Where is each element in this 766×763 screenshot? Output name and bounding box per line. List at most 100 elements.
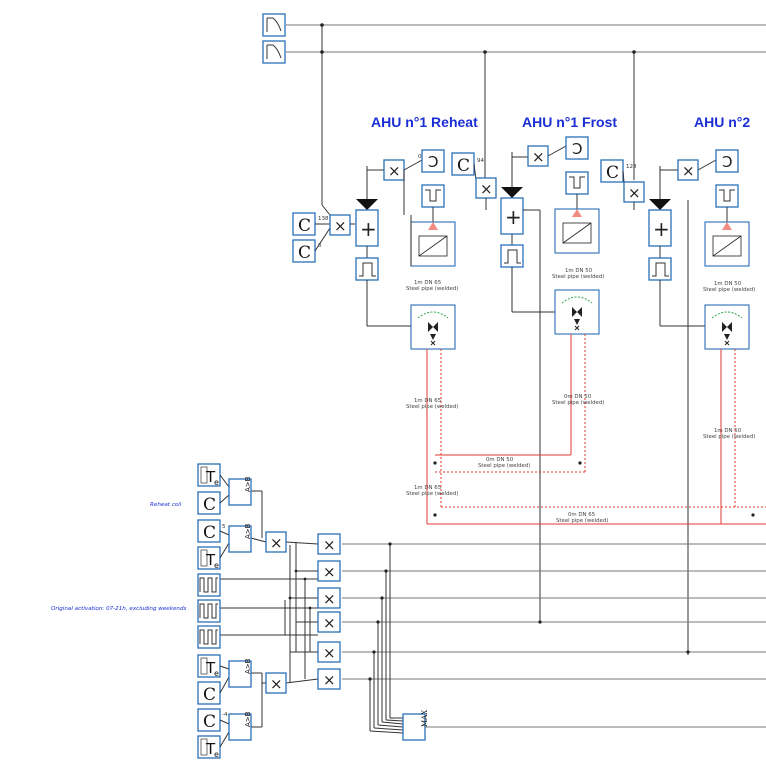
pipe-label-5b: Steel pipe (welded) <box>552 400 604 406</box>
multiply-block-ahu2[interactable]: × <box>623 181 645 203</box>
multiply-block-lower-left-2[interactable]: × <box>265 672 287 694</box>
step-block-reheat[interactable] <box>421 184 445 208</box>
multiply-block-upper-ahu2[interactable]: × <box>677 159 699 181</box>
multiply-block-col-2[interactable]: × <box>317 560 341 582</box>
valve-block-ahu2[interactable] <box>704 304 750 350</box>
actuator-block-ahu2[interactable]: + <box>648 199 672 247</box>
schedule-block-3[interactable] <box>197 625 221 649</box>
constant-block-94[interactable]: C <box>451 152 475 176</box>
multiply-block-col-3[interactable]: × <box>317 587 341 609</box>
svg-text:+: + <box>360 217 377 241</box>
title-ahu1-frost: AHU n°1 Frost <box>522 114 617 130</box>
compare-block-2[interactable]: A>B <box>228 523 252 553</box>
step-block-ahu2[interactable] <box>715 184 739 208</box>
svg-text:C: C <box>457 156 470 176</box>
temperature-sensor-block-3[interactable]: T e <box>197 654 221 678</box>
max-block[interactable]: MAX <box>402 710 429 741</box>
multiply-block-upper-reheat[interactable]: × <box>383 159 405 181</box>
pipe-network: 1m DN 65 Steel pipe (welded) 0m DN 50 St… <box>406 334 766 525</box>
multiply-block-col-4[interactable]: × <box>317 611 341 633</box>
temperature-sensor-block-1[interactable]: T e <box>197 463 221 487</box>
constant-block-128[interactable]: C <box>600 159 624 183</box>
valve-block-frost[interactable] <box>554 289 600 335</box>
multiply-block-col-1[interactable]: × <box>317 533 341 555</box>
pipe-label-1b: Steel pipe (welded) <box>406 286 458 292</box>
svg-text:e: e <box>214 669 219 678</box>
pump-block-frost[interactable] <box>554 208 600 254</box>
svg-text:MAX: MAX <box>421 710 429 727</box>
constant-block-lower-3[interactable]: C <box>197 681 221 705</box>
compare-block-3[interactable]: A>B <box>228 658 252 688</box>
pipe-label-4b: Steel pipe (welded) <box>406 404 458 410</box>
pipe-label-9b: Steel pipe (welded) <box>556 518 608 524</box>
temperature-sensor-block-2[interactable]: T e <box>197 546 221 570</box>
temperature-sensor-block-4[interactable]: T e <box>197 735 221 759</box>
svg-text:T: T <box>205 551 216 569</box>
svg-text:×: × <box>682 162 695 180</box>
oscillator-block-ahu2[interactable]: Ↄ <box>715 149 739 173</box>
curve-block-1[interactable] <box>262 13 286 37</box>
oscillator-block-frost[interactable]: Ↄ <box>565 136 589 160</box>
curve-block-2[interactable] <box>262 40 286 64</box>
actuator-block-frost[interactable]: + <box>500 187 524 235</box>
compare-block-1[interactable]: A>B <box>228 476 252 506</box>
constant-block-lower-1[interactable]: C <box>197 491 221 515</box>
schedule-block-1[interactable] <box>197 573 221 597</box>
top-wiring <box>286 23 766 216</box>
pipe-label-3b: Steel pipe (welded) <box>703 287 755 293</box>
osc-value-reheat: 0 <box>418 154 422 160</box>
multiply-block-upper-frost[interactable]: × <box>527 145 549 167</box>
multiply-block-lower-left-1[interactable]: × <box>265 531 287 553</box>
pulse-block-frost[interactable] <box>500 244 524 268</box>
svg-text:×: × <box>334 217 347 235</box>
svg-text:C: C <box>606 163 619 183</box>
svg-text:e: e <box>214 750 219 759</box>
multiply-block-frost[interactable]: × <box>475 177 497 199</box>
svg-text:A>B: A>B <box>244 523 252 539</box>
svg-text:×: × <box>323 614 336 632</box>
pipe-label-6a: 1m DN 50 <box>714 428 742 434</box>
oscillator-block-reheat[interactable]: Ↄ <box>421 149 445 173</box>
pulse-block-reheat[interactable] <box>355 257 379 281</box>
pipe-label-8b: Steel pipe (welded) <box>406 491 458 497</box>
pump-block-reheat[interactable] <box>410 221 456 267</box>
title-ahu1-reheat: AHU n°1 Reheat <box>371 114 478 130</box>
step-block-frost[interactable] <box>565 171 589 195</box>
svg-text:C: C <box>298 216 311 236</box>
pulse-block-ahu2[interactable] <box>648 257 672 281</box>
pipe-label-4a: 1m DN 65 <box>414 398 441 404</box>
constant-value-94: 94 <box>477 158 484 164</box>
pipe-label-8a: 1m DN 65 <box>414 485 441 491</box>
ahu2-section: C 128 × + × Ↄ <box>600 149 755 655</box>
constant-block-0[interactable]: C <box>292 239 316 263</box>
svg-text:e: e <box>214 478 219 487</box>
pipe-label-3a: 1m DN 50 <box>714 281 742 287</box>
pipe-label-2a: 1m DN 50 <box>565 268 593 274</box>
constant-block-lower-4[interactable]: C <box>197 708 221 732</box>
svg-text:×: × <box>323 536 336 554</box>
multiply-block-col-6[interactable]: × <box>317 668 341 690</box>
svg-text:A>B: A>B <box>244 476 252 492</box>
multiply-block-col-5[interactable]: × <box>317 641 341 663</box>
valve-block-reheat[interactable] <box>410 304 456 350</box>
svg-text:Ↄ: Ↄ <box>722 153 733 171</box>
constant-block-lower-2[interactable]: C <box>197 519 221 543</box>
pipe-label-1a: 1m DN 65 <box>414 280 441 286</box>
lower-logic-wiring <box>220 490 766 734</box>
actuator-block-reheat[interactable]: + <box>355 199 379 247</box>
pump-block-ahu2[interactable] <box>704 221 750 267</box>
svg-text:C: C <box>203 495 216 515</box>
svg-text:C: C <box>203 523 216 543</box>
svg-text:T: T <box>205 740 216 758</box>
svg-text:×: × <box>480 180 493 198</box>
schedule-block-2[interactable] <box>197 599 221 623</box>
pipe-label-6b: Steel pipe (welded) <box>703 434 755 440</box>
pipe-label-9a: 0m DN 65 <box>568 512 595 518</box>
pipe-label-5a: 0m DN 50 <box>564 394 592 400</box>
multiply-block-reheat[interactable]: × <box>329 214 351 236</box>
constant-block-138[interactable]: C <box>292 212 316 236</box>
constant-value-0: 0 <box>318 243 322 249</box>
compare-block-4[interactable]: A>B <box>228 711 252 741</box>
svg-text:Ↄ: Ↄ <box>572 140 583 158</box>
constant-value-5: 5 <box>222 524 226 530</box>
